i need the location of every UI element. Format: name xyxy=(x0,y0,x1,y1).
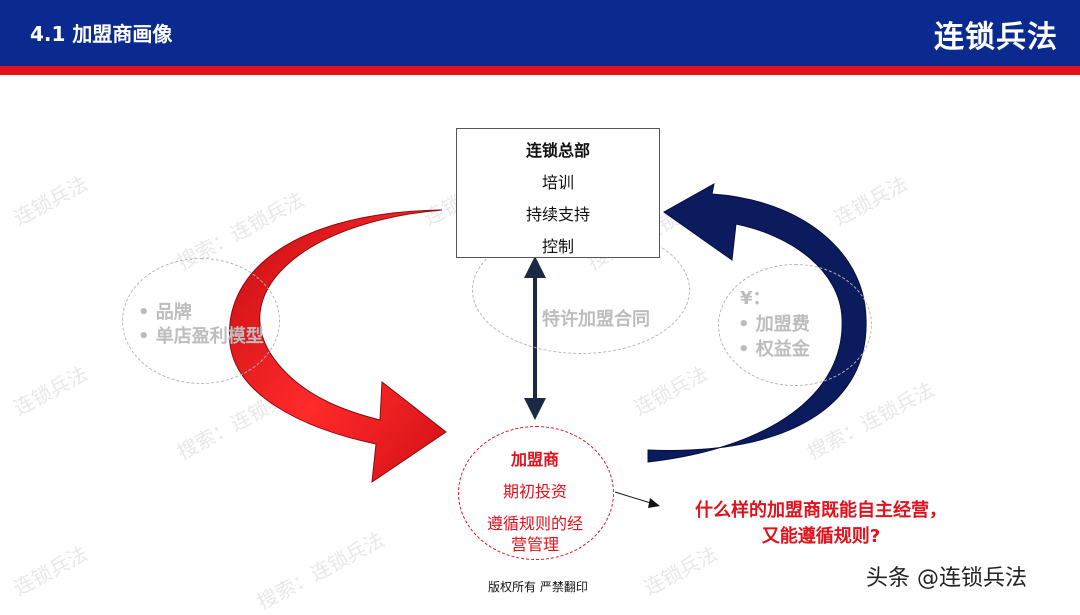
franchisee-ellipse xyxy=(458,426,614,560)
copyright-notice: 版权所有 严禁翻印 xyxy=(488,580,588,594)
franchisee-item-rules-2: 营管理 xyxy=(510,535,559,554)
hq-title: 连锁总部 xyxy=(525,141,590,160)
hq-box: 连锁总部 培训 持续支持 控制 xyxy=(456,128,660,258)
header-bar: 4.1 加盟商画像 连锁兵法 xyxy=(0,0,1080,66)
header-accent-stripe xyxy=(0,66,1080,75)
hq-item-control: 控制 xyxy=(541,237,574,256)
left-item-brand: • 品牌 xyxy=(138,302,192,323)
source-watermark: 头条 @连锁兵法 xyxy=(866,566,1027,591)
left-item-profit-model: • 单店盈利模型 xyxy=(138,326,264,347)
key-question-line2: 又能遵循规则? xyxy=(761,526,881,547)
franchisee-item-rules-1: 遵循规则的经 xyxy=(486,514,583,533)
arrowhead-down xyxy=(524,398,546,420)
right-item-currency: ¥： xyxy=(740,288,771,309)
brand-logo: 连锁兵法 xyxy=(934,20,1058,55)
right-item-franchise-fee: • 加盟费 xyxy=(738,314,810,335)
page-title: 4.1 加盟商画像 xyxy=(30,22,173,46)
left-ellipse xyxy=(122,258,280,384)
key-question-line1: 什么样的加盟商既能自主经营， xyxy=(695,500,947,521)
hq-item-support: 持续支持 xyxy=(525,205,590,224)
question-pointer-head xyxy=(648,498,660,508)
question-pointer-line xyxy=(614,491,655,505)
hq-item-training: 培训 xyxy=(541,173,574,192)
franchisee-title: 加盟商 xyxy=(510,450,559,469)
right-item-royalty: • 权益金 xyxy=(738,339,810,360)
franchisee-item-investment: 期初投资 xyxy=(502,482,567,501)
contract-label: 特许加盟合同 xyxy=(542,309,650,330)
right-ellipse xyxy=(718,264,872,386)
navy-curved-arrow xyxy=(647,183,867,463)
